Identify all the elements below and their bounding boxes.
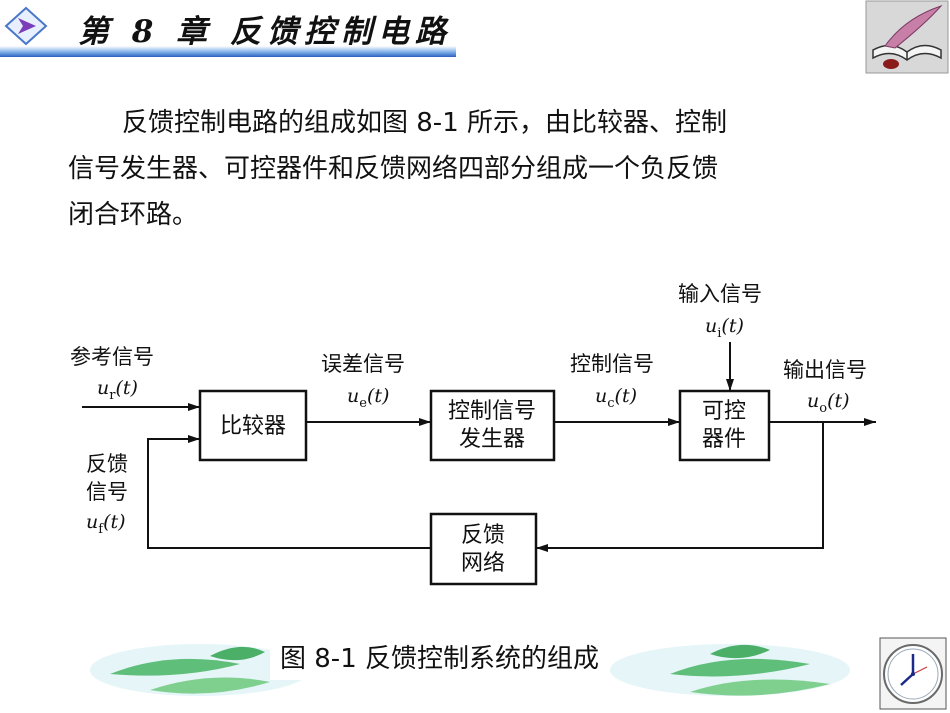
controlled-device-label: 器件	[702, 427, 746, 452]
feedback-network-block: 反馈 网络	[429, 512, 538, 586]
reference-signal-symbol: ur(t)	[97, 377, 138, 403]
control-signal-label: 控制信号	[570, 352, 654, 376]
paragraph-line: 闭合环路。	[68, 200, 199, 230]
output-signal-label: 输出信号	[783, 358, 867, 382]
input-signal-symbol: ui(t)	[705, 315, 744, 341]
feedback-signal-symbol: uf(t)	[86, 511, 126, 537]
comparator-block: 比较器	[198, 389, 308, 462]
figure-caption: 图 8-1 反馈控制系统的组成	[270, 638, 609, 680]
leaf-decoration	[90, 644, 850, 696]
reference-signal-label: 参考信号	[70, 345, 154, 369]
feedback-signal-label: 反馈	[86, 452, 128, 476]
header-bar	[0, 46, 456, 57]
controlled-device-block: 可控 器件	[678, 389, 771, 462]
signal-generator-block: 控制信号 发生器	[429, 389, 556, 462]
input-signal-label: 输入信号	[678, 282, 762, 306]
paragraph-line: 信号发生器、可控器件和反馈网络四部分组成一个负反馈	[68, 154, 719, 184]
intro-paragraph: 反馈控制电路的组成如图 8-1 所示，由比较器、控制 信号发生器、可控器件和反馈…	[68, 100, 873, 238]
clock-icon	[879, 637, 947, 710]
paragraph-line: 反馈控制电路的组成如图 8-1 所示，由比较器、控制	[122, 108, 727, 138]
controlled-device-label: 可控	[702, 399, 746, 424]
error-signal-label: 误差信号	[321, 352, 405, 376]
feedback-network-label: 网络	[461, 551, 505, 576]
feedback-signal-label: 信号	[86, 480, 128, 504]
chapter-title: 第 8 章 反馈控制电路	[78, 14, 452, 50]
feedback-return-path	[147, 435, 431, 549]
feedback-block-diagram: 比较器 控制信号 发生器 可控 器件 反馈 网络 参考信号 ur(t) 误差信号…	[70, 282, 876, 586]
triangle-arrow-icon	[4, 6, 48, 46]
book-quill-icon	[865, 0, 949, 74]
error-signal-symbol: ue(t)	[347, 385, 389, 411]
control-signal-symbol: uc(t)	[595, 385, 637, 411]
signal-generator-label: 发生器	[459, 427, 525, 452]
signal-generator-label: 控制信号	[448, 399, 536, 424]
output-signal-symbol: uo(t)	[807, 390, 850, 416]
comparator-label: 比较器	[220, 414, 286, 439]
feedback-path	[536, 422, 824, 552]
feedback-network-label: 反馈	[461, 523, 505, 548]
